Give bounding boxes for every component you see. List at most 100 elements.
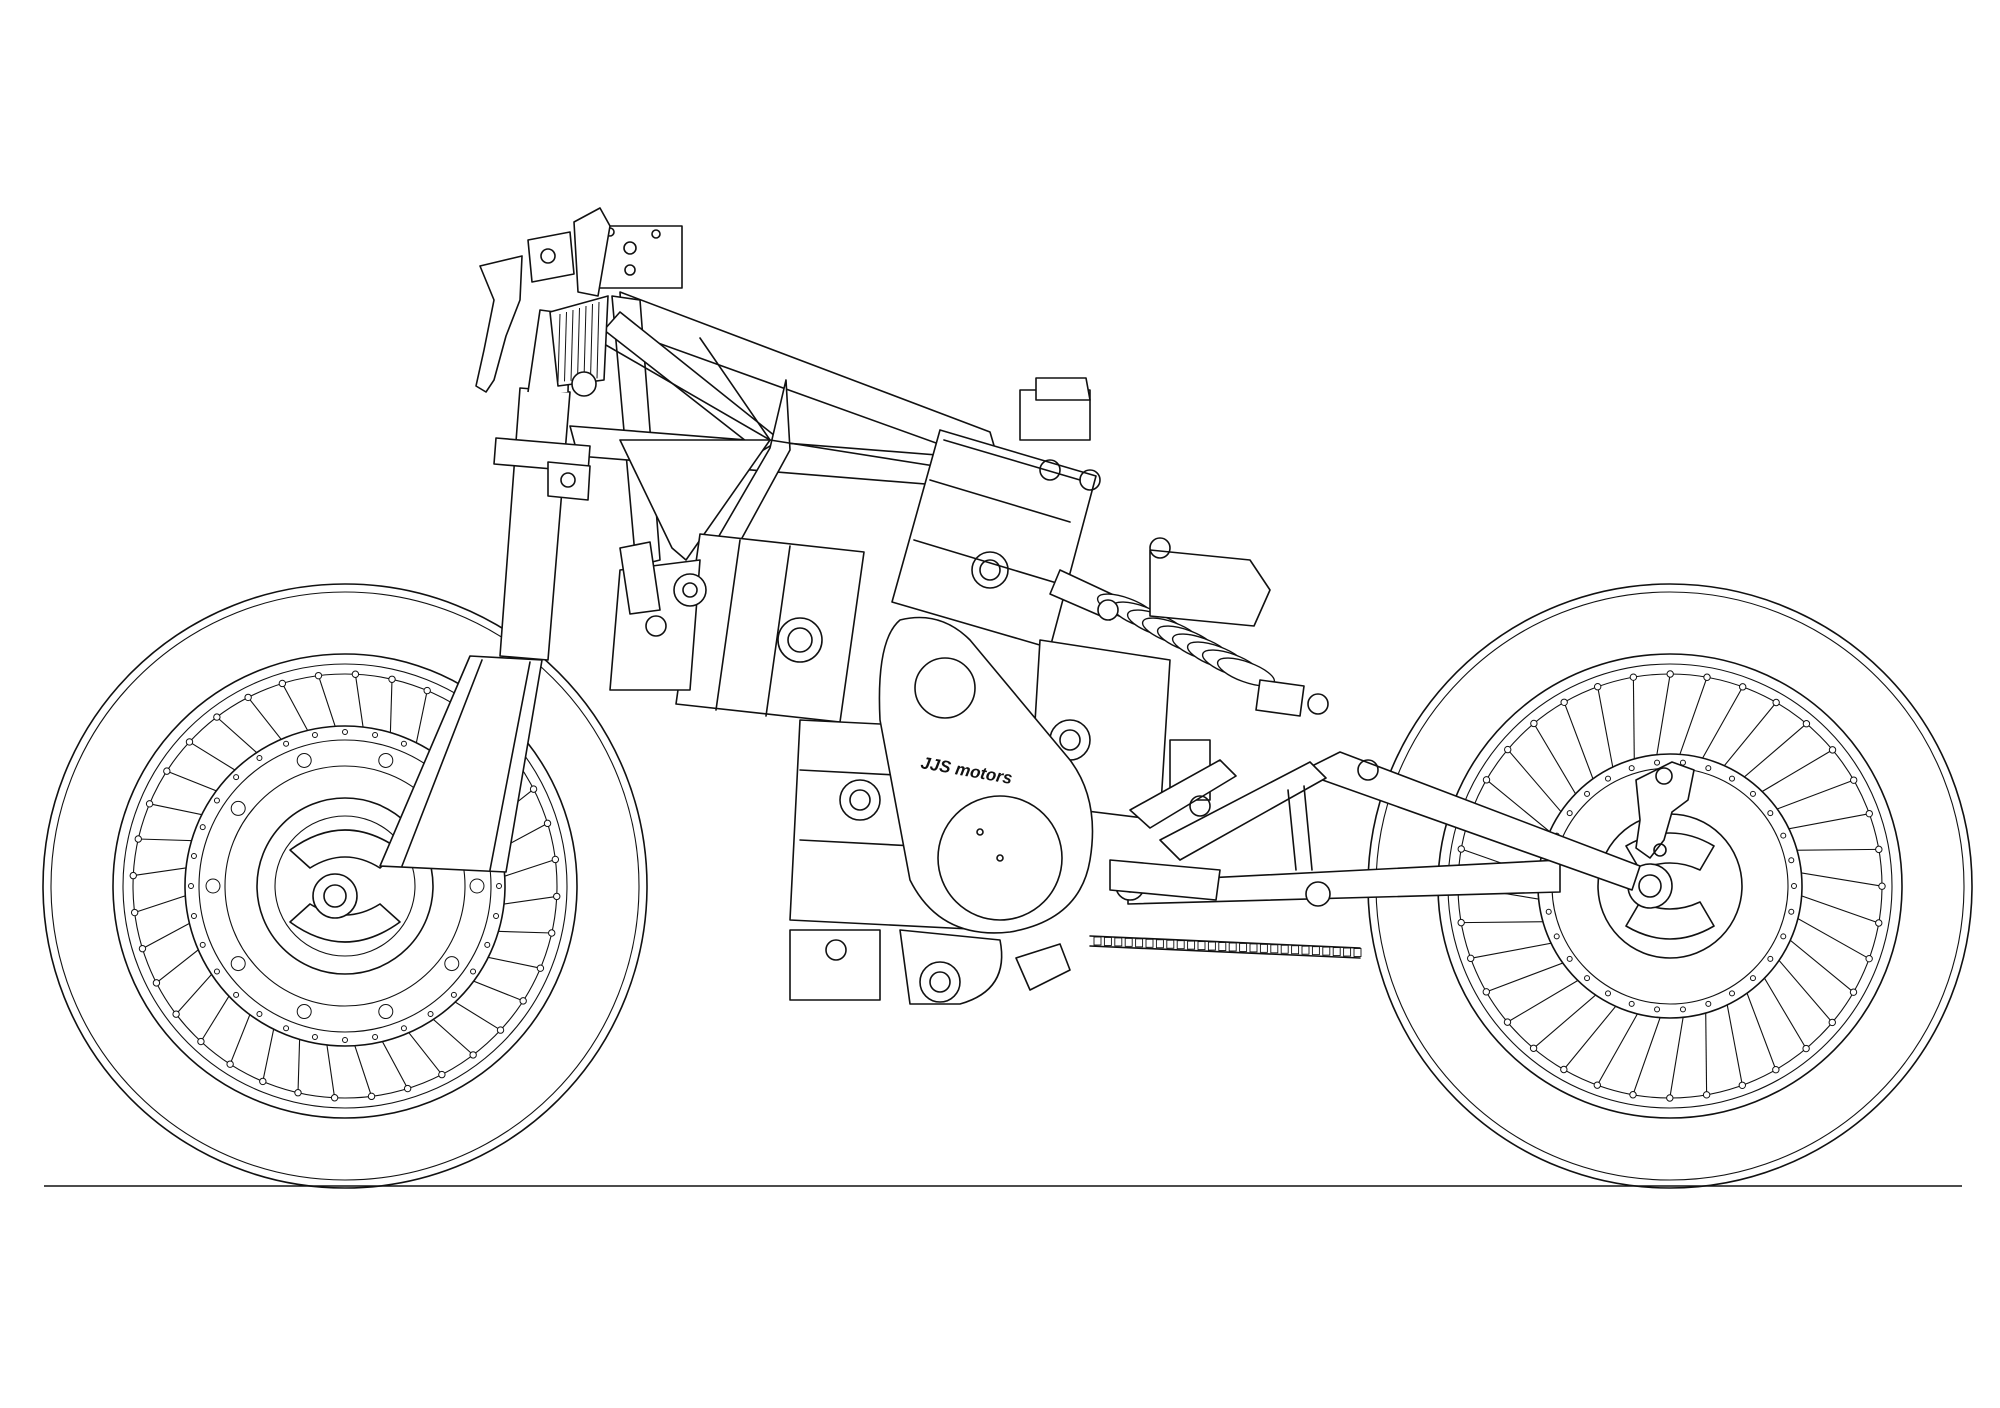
spoke-nipple	[226, 1060, 234, 1068]
spoke-nipple	[1875, 845, 1883, 854]
spoke-nipple	[1738, 683, 1747, 691]
spoke-nipple	[1560, 698, 1568, 707]
front-axle	[312, 873, 358, 919]
chain-link	[1322, 946, 1331, 956]
chain-link	[1353, 948, 1362, 957]
spoke-nipple	[543, 819, 552, 828]
disc-hole	[1705, 765, 1712, 772]
spoke-nipple	[1504, 745, 1512, 754]
disc-hole	[256, 754, 263, 761]
spoke-nipple	[553, 892, 561, 901]
front-engine-mount	[673, 573, 707, 607]
disc-hole	[469, 878, 485, 894]
chain-link	[1311, 946, 1320, 956]
spoke-nipple	[145, 800, 154, 808]
bar-end	[571, 371, 597, 397]
frame	[569, 225, 1001, 567]
disc-hole	[496, 883, 502, 889]
chain-link	[1114, 937, 1123, 947]
clutch-lever[interactable]	[475, 255, 523, 393]
chain-link	[1239, 942, 1248, 952]
disc-hole	[233, 774, 240, 781]
spoke-nipple	[1530, 719, 1538, 728]
disc-hole	[296, 1004, 312, 1020]
spoke-nipple	[536, 964, 545, 972]
disc-hole	[378, 752, 394, 768]
chain-link	[1166, 939, 1175, 949]
spoke-nipple	[519, 997, 527, 1005]
disc-hole	[190, 913, 197, 920]
grip-rib	[557, 313, 561, 383]
grip-rib	[596, 301, 600, 379]
disc-hole	[1628, 765, 1635, 772]
spoke-nipple	[130, 908, 139, 917]
spoke-nipple	[388, 675, 396, 683]
disc-hole	[1654, 759, 1661, 766]
rear-caliper	[1635, 761, 1695, 859]
spoke-nipple	[1772, 1065, 1780, 1074]
disc-hole	[1628, 1000, 1635, 1007]
disc-hole	[1605, 775, 1611, 782]
disc-hole	[205, 878, 221, 894]
disc-hole	[190, 852, 197, 859]
disc-hole	[1791, 883, 1797, 889]
spoke-nipple	[403, 1084, 412, 1093]
front-tire-outer	[42, 583, 648, 1189]
disc-hole	[1767, 810, 1774, 817]
chain-link	[1291, 945, 1300, 955]
disc-hole	[1788, 908, 1795, 915]
spoke-nipple	[259, 1077, 267, 1086]
chain-link	[1228, 942, 1237, 952]
rear-linkage	[1015, 759, 1237, 991]
disc-hole	[470, 968, 477, 975]
spoke-nipple	[1875, 919, 1883, 927]
spoke-nipple	[1560, 1065, 1568, 1074]
spoke-nipple	[1802, 720, 1811, 728]
spoke-nipple	[172, 1010, 180, 1018]
spoke-nipple	[1666, 670, 1674, 678]
swingarm	[1115, 751, 1641, 907]
chain-link	[1124, 937, 1133, 947]
disc-hole	[1584, 975, 1591, 982]
disc-hole	[1679, 1006, 1686, 1013]
disc-hole	[283, 1025, 290, 1032]
top-pulley	[914, 657, 976, 719]
engine: JJS motors	[609, 377, 1211, 1005]
spoke-nipple	[1482, 776, 1491, 784]
chain-link	[1187, 940, 1196, 950]
chain-link	[1249, 943, 1258, 953]
spoke-nipple	[423, 686, 431, 695]
disc-hole	[1654, 1006, 1661, 1013]
grip-rib	[583, 305, 587, 380]
disc-hole	[199, 824, 206, 831]
spoke-nipple	[1457, 918, 1465, 927]
shock-reservoir	[1149, 549, 1271, 627]
spoke-nipple	[1529, 1044, 1538, 1052]
spoke-nipple	[129, 871, 137, 880]
chain-link	[1343, 947, 1352, 957]
bottom-pulley	[937, 795, 1063, 921]
drive-chain	[1089, 935, 1362, 959]
disc-hole	[444, 956, 460, 972]
chain-link	[1218, 942, 1227, 951]
spoke-nipple	[1593, 683, 1602, 691]
chain-link	[1259, 943, 1268, 953]
disc-hole	[372, 731, 379, 738]
spoke-nipple	[1629, 1091, 1637, 1099]
spoke-nipple	[1666, 1094, 1674, 1102]
disc-hole	[342, 729, 348, 735]
handlebar-clamp	[573, 207, 611, 297]
grip-rib	[564, 311, 567, 382]
disc-hole	[1749, 790, 1756, 797]
spoke-nipple	[1849, 776, 1858, 784]
spoke-nipple	[152, 979, 161, 987]
disc-hole	[1729, 775, 1735, 782]
grip-rib	[570, 309, 574, 381]
spoke-nipple	[1703, 673, 1711, 681]
disc-hole	[213, 968, 220, 975]
chain-link	[1207, 941, 1216, 951]
disc-hole	[493, 913, 500, 920]
grip-rib	[590, 303, 593, 380]
